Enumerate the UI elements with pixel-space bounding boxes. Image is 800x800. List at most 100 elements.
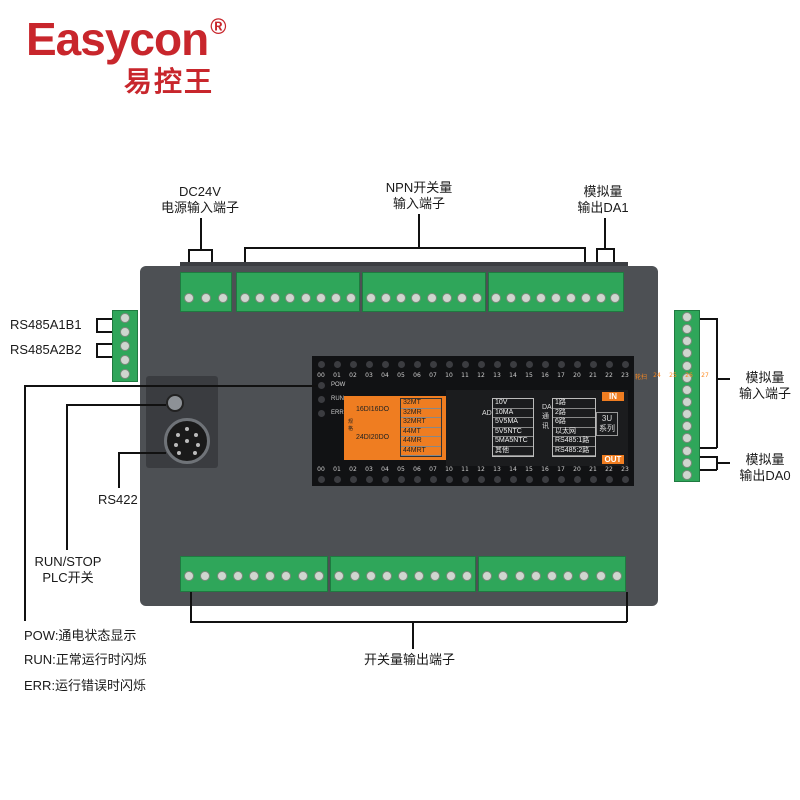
port-number: 15 bbox=[525, 372, 533, 379]
output-terminal-block-3 bbox=[478, 556, 626, 592]
led-dot bbox=[525, 361, 533, 368]
port-number: 01 bbox=[333, 466, 341, 473]
port-number: 11 bbox=[461, 372, 469, 379]
da-item: RS485:1路 bbox=[553, 437, 595, 447]
model-item: 32MRT bbox=[401, 418, 441, 428]
model-item: 44MR bbox=[401, 437, 441, 447]
port-number: 12 bbox=[477, 372, 485, 379]
port-number: 06 bbox=[413, 466, 421, 473]
run-stop-switch[interactable] bbox=[166, 394, 184, 412]
port-number: 11 bbox=[461, 466, 469, 473]
rs485-2-label: RS485A2B2 bbox=[10, 342, 82, 357]
led-dot bbox=[541, 476, 549, 483]
run-led bbox=[318, 396, 325, 403]
run-stop-label: RUN/STOP PLC开关 bbox=[34, 554, 102, 585]
err-label: ERR bbox=[331, 410, 344, 416]
series-label: 3U 系列 bbox=[596, 412, 618, 436]
run-description: RUN:正常运行时闪烁 bbox=[24, 652, 147, 667]
port-number: 05 bbox=[397, 372, 405, 379]
registered-mark: ® bbox=[210, 14, 226, 39]
port-number: 04 bbox=[381, 372, 389, 379]
analog-item: 其他 bbox=[493, 447, 533, 456]
led-dot bbox=[621, 476, 629, 483]
analog-item: 5MA5NTC bbox=[493, 437, 533, 447]
input-terminal-block-3 bbox=[488, 272, 624, 312]
port-number: 07 bbox=[429, 466, 437, 473]
led-dot bbox=[381, 361, 389, 368]
port-number: 23 bbox=[621, 372, 629, 379]
analog-terminal-block bbox=[674, 310, 700, 482]
rs422-label: RS422 bbox=[98, 492, 138, 507]
led-dot bbox=[349, 361, 357, 368]
led-dot bbox=[589, 476, 597, 483]
led-dot bbox=[445, 476, 453, 483]
model-item: 44MT bbox=[401, 428, 441, 437]
model-16di16do: 16DI16DO bbox=[356, 406, 390, 413]
rs485-1-label: RS485A1B1 bbox=[10, 317, 82, 332]
port-number-extra: 轮扫 bbox=[634, 374, 647, 381]
led-dot bbox=[429, 361, 437, 368]
port-number: 10 bbox=[445, 372, 453, 379]
da1-output-label: 模拟量 输出DA1 bbox=[577, 184, 629, 215]
port-number: 21 bbox=[589, 372, 597, 379]
led-dot bbox=[477, 476, 485, 483]
led-dot bbox=[333, 361, 341, 368]
brand-name: Easycon bbox=[26, 13, 209, 65]
err-description: ERR:运行错误时闪烁 bbox=[24, 678, 147, 693]
port-number: 16 bbox=[541, 466, 549, 473]
err-led bbox=[318, 410, 325, 417]
da-item: RS485:2路 bbox=[553, 447, 595, 456]
model-item: 44MRT bbox=[401, 447, 441, 456]
led-dot bbox=[365, 476, 373, 483]
rs422-connector bbox=[164, 418, 210, 464]
port-number: 17 bbox=[557, 372, 565, 379]
rs485-terminal-block bbox=[112, 310, 138, 382]
bottom-led-dots bbox=[313, 476, 633, 483]
port-number: 22 bbox=[605, 372, 613, 379]
led-dot bbox=[349, 476, 357, 483]
port-number: 01 bbox=[333, 372, 341, 379]
analog-side-label: AD bbox=[482, 410, 492, 417]
led-dot bbox=[605, 361, 613, 368]
pow-label: POW bbox=[331, 382, 346, 388]
led-dot bbox=[525, 476, 533, 483]
output-terminal-block-2 bbox=[330, 556, 476, 592]
da-item: 6路 bbox=[553, 418, 595, 428]
led-dot bbox=[573, 476, 581, 483]
port-number: 04 bbox=[381, 466, 389, 473]
port-number: 23 bbox=[621, 466, 629, 473]
port-number: 21 bbox=[589, 466, 597, 473]
led-dot bbox=[509, 476, 517, 483]
port-number: 07 bbox=[429, 372, 437, 379]
analog-input-label: 模拟量 输入端子 bbox=[738, 370, 791, 401]
port-number: 06 bbox=[413, 372, 421, 379]
port-number: 12 bbox=[477, 466, 485, 473]
led-dot bbox=[413, 476, 421, 483]
led-dot bbox=[477, 361, 485, 368]
port-number: 14 bbox=[509, 372, 517, 379]
da-item: 1路 bbox=[553, 399, 595, 409]
led-dot bbox=[493, 476, 501, 483]
port-number: 13 bbox=[493, 372, 501, 379]
port-number: 10 bbox=[445, 466, 453, 473]
brand-logo: Easycon® bbox=[26, 12, 226, 66]
led-dot bbox=[365, 361, 373, 368]
port-number: 02 bbox=[349, 372, 357, 379]
input-terminal-block-1 bbox=[236, 272, 360, 312]
output-terminal-label: 开关量输出端子 bbox=[364, 652, 456, 667]
analog-item: 5V5MA bbox=[493, 418, 533, 428]
port-number: 20 bbox=[573, 372, 581, 379]
led-dot bbox=[333, 476, 341, 483]
led-dot bbox=[429, 476, 437, 483]
led-dot bbox=[509, 361, 517, 368]
model-24di20do: 24DI20DO bbox=[356, 434, 390, 441]
led-dot bbox=[413, 361, 421, 368]
port-number: 14 bbox=[509, 466, 517, 473]
top-led-dots bbox=[313, 361, 633, 368]
